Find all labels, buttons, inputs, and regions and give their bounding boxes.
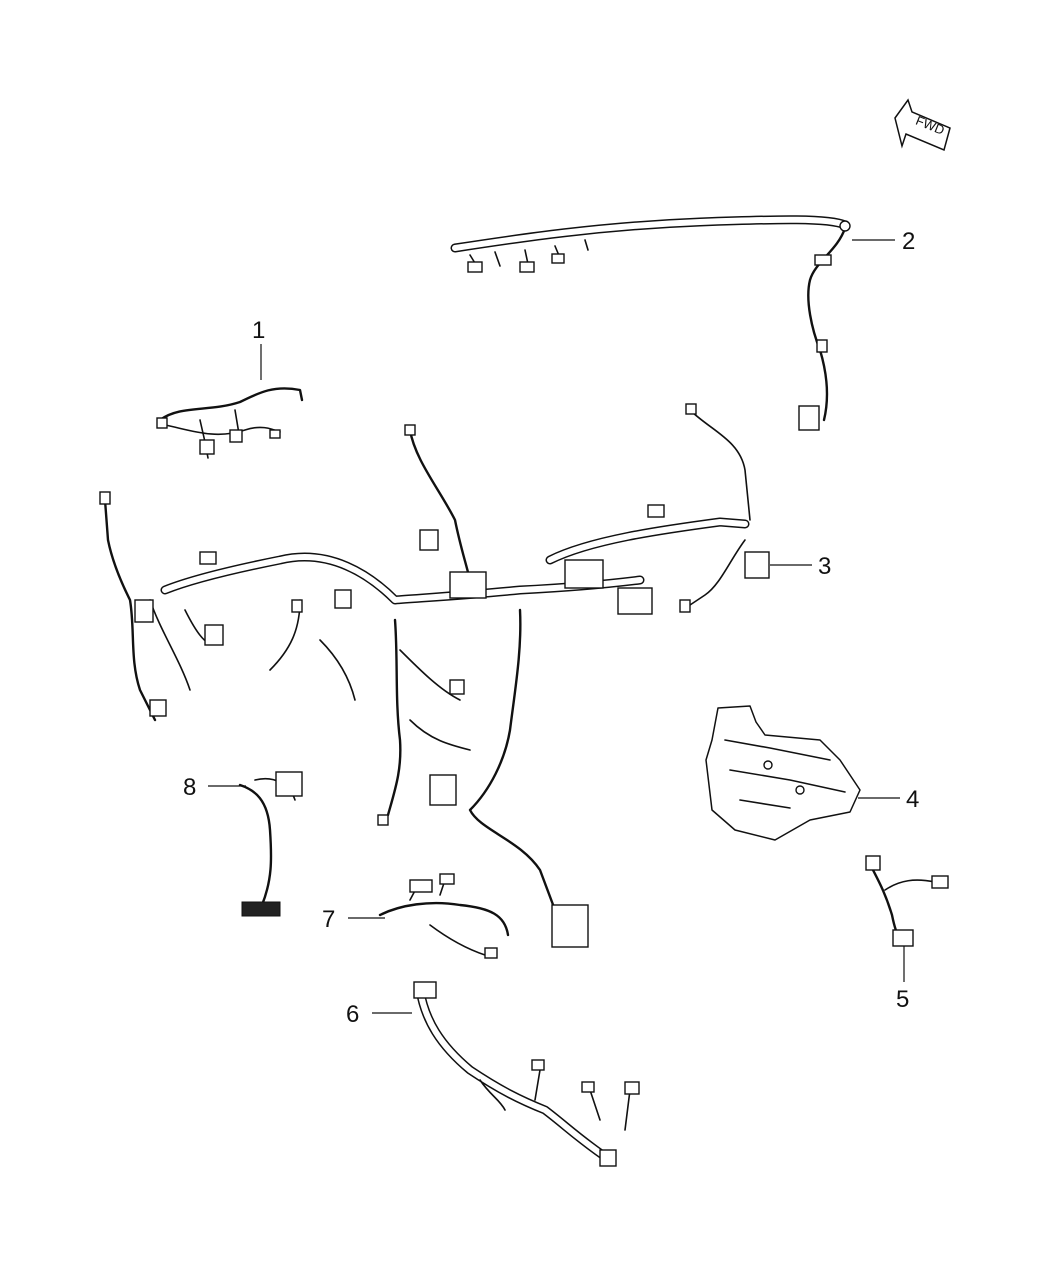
part-4-bracket (705, 705, 861, 841)
part-5-jumper (865, 855, 949, 947)
callout-4: 4 (858, 786, 919, 813)
callout-1: 1 (252, 317, 265, 380)
main-instrument-panel-harness (99, 403, 770, 948)
callout-1-label: 1 (252, 317, 265, 344)
callout-5: 5 (896, 946, 909, 1013)
part-1-harness (156, 387, 304, 459)
callout-7: 7 (322, 906, 385, 933)
callout-8-label: 8 (183, 774, 196, 801)
callout-7-label: 7 (322, 906, 335, 933)
fwd-arrow-icon: FWD (894, 98, 951, 152)
callout-5-label: 5 (896, 986, 909, 1013)
callout-2: 2 (852, 228, 915, 255)
part-8-harness (238, 771, 303, 917)
part-7-harness (378, 873, 510, 959)
callout-2-label: 2 (902, 228, 915, 255)
callout-8: 8 (183, 774, 246, 801)
callout-4-label: 4 (906, 786, 919, 813)
callout-3: 3 (770, 553, 831, 580)
part-6-harness (413, 981, 640, 1167)
callout-6: 6 (346, 1001, 412, 1028)
callout-6-label: 6 (346, 1001, 359, 1028)
callout-3-label: 3 (818, 553, 831, 580)
part-2-harness (450, 215, 851, 431)
